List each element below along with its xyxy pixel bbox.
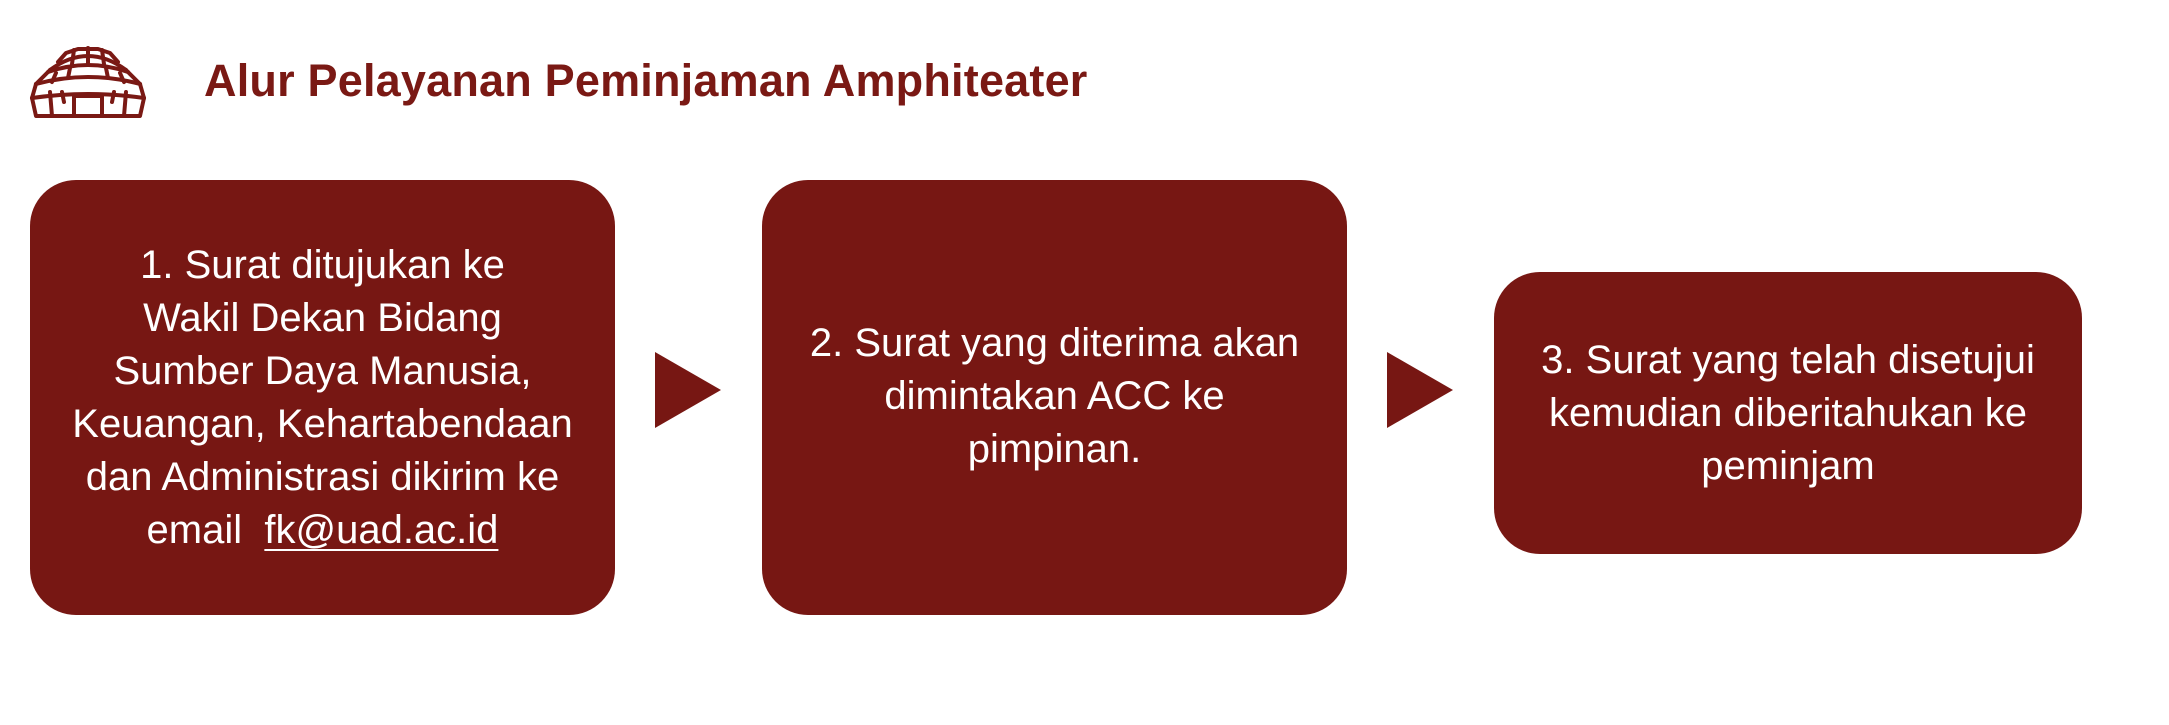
step-2-box: 2. Surat yang diterima akan dimintakan A…	[762, 180, 1347, 615]
step-3-box: 3. Surat yang telah disetujui kemudian d…	[1494, 272, 2082, 554]
step-2-line: dimintakan ACC ke	[884, 374, 1225, 418]
step-1-line: 1. Surat ditujukan ke	[140, 242, 505, 287]
arrow-right-icon	[655, 352, 721, 428]
step-1-line: Keuangan, Kehartabendaan	[72, 401, 573, 446]
step-3-line: 3. Surat yang telah disetujui	[1541, 337, 2035, 382]
amphitheater-icon	[30, 46, 146, 118]
step-1-text: 1. Surat ditujukan ke Wakil Dekan Bidang…	[72, 239, 572, 557]
step-3-line: peminjam	[1701, 443, 1875, 488]
step-1-line: Wakil Dekan Bidang	[143, 295, 502, 340]
header: Alur Pelayanan Peminjaman Amphiteater	[28, 40, 1088, 122]
step-3-line: kemudian diberitahukan ke	[1548, 390, 2028, 435]
arrow-right-icon	[1387, 352, 1453, 428]
step-1-email-line: email fk@uad.ac.id	[72, 504, 572, 557]
step-2-line: pimpinan.	[967, 427, 1142, 471]
step-1-line: Sumber Daya Manusia,	[113, 348, 532, 393]
step-1-box: 1. Surat ditujukan ke Wakil Dekan Bidang…	[30, 180, 615, 615]
email-link[interactable]: fk@uad.ac.id	[264, 507, 499, 552]
page-title: Alur Pelayanan Peminjaman Amphiteater	[204, 55, 1088, 106]
step-3-text: 3. Surat yang telah disetujui kemudian d…	[1541, 334, 2035, 493]
step-2-text: 2. Surat yang diterima akan dimintakan A…	[810, 317, 1299, 476]
step-2-line: 2. Surat yang diterima akan	[809, 321, 1300, 365]
email-prefix: email	[146, 507, 265, 552]
step-1-line: dan Administrasi dikirim ke	[85, 454, 560, 499]
